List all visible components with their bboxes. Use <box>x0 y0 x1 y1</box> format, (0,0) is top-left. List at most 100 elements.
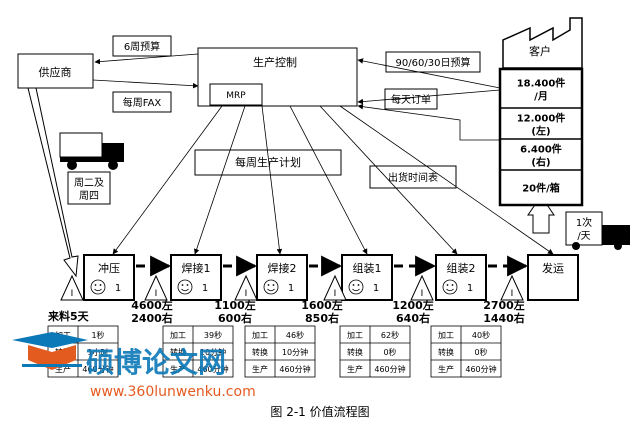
customer-label: 客户 <box>529 44 551 58</box>
data-value: 460分钟 <box>465 364 496 374</box>
data-value: 460分钟 <box>374 364 405 374</box>
process-1: 冲压 1 <box>83 254 135 301</box>
raw-material-label: 来料5天 <box>47 309 90 323</box>
process-4: 组装1 1 <box>341 254 393 301</box>
inventory-icon-letter: I <box>511 289 514 299</box>
data-key: 生产 <box>347 364 363 374</box>
mrp-box <box>209 83 263 106</box>
weekly-fax-label: 每周FAX <box>123 96 162 109</box>
process-boxes: 冲压 1 焊接1 1 焊接2 1 组装1 1 组装2 1 发运 <box>83 254 579 301</box>
inventory-icon-letter: I <box>155 289 158 299</box>
demand-row-3: 6.400件(右) <box>520 143 562 169</box>
forecast-90-label: 90/60/30日预算 <box>396 56 471 69</box>
operator-count: 1 <box>115 283 121 294</box>
process-name: 冲压 <box>98 261 120 275</box>
data-value: 0秒 <box>474 347 487 357</box>
data-key: 加工 <box>170 330 186 340</box>
inventory-icon-letter: I <box>334 289 337 299</box>
operator-icon <box>263 279 279 295</box>
process-name: 发运 <box>542 261 564 275</box>
process-6: 发运 <box>527 254 579 301</box>
customer-demand-box: 18.400件/月 12.000件(左) 6.400件(右) 20件/箱 <box>498 67 584 207</box>
truck-in-label: 周二及周四 <box>74 177 104 202</box>
data-key: 转换 <box>347 347 363 357</box>
weekly-plan-label: 每周生产计划 <box>235 155 301 169</box>
process-name: 焊接2 <box>268 261 297 275</box>
figure-caption: 图 2-1 价值流程图 <box>270 404 369 419</box>
process-3: 焊接2 1 <box>256 254 308 301</box>
operator-count: 1 <box>467 283 473 294</box>
demand-row-2: 12.000件(左) <box>517 112 566 138</box>
watermark-brand: 硕博论文网 <box>86 346 226 379</box>
operator-count: 1 <box>202 283 208 294</box>
inventory-icon-letter: I <box>245 289 248 299</box>
operator-icon <box>442 279 458 295</box>
data-value: 0秒 <box>383 347 396 357</box>
operator-icon <box>348 279 364 295</box>
control-label: 生产控制 <box>253 55 297 69</box>
truck-out-label: 1次/天 <box>576 216 592 242</box>
data-value: 460分钟 <box>197 364 228 374</box>
supplier-box: 供应商 <box>17 53 94 89</box>
inbound-truck-icon: 周二及周四 <box>59 132 124 205</box>
info-flow-arrows <box>92 53 554 255</box>
data-value: 1小时 <box>87 347 108 357</box>
data-key: 转换 <box>170 347 186 357</box>
data-value: 46秒 <box>286 330 304 340</box>
data-value: 62秒 <box>381 330 399 340</box>
data-value: 460分钟 <box>279 364 310 374</box>
data-key: 加工 <box>252 330 268 340</box>
operator-icon <box>177 279 193 295</box>
operator-count: 1 <box>288 283 294 294</box>
operator-icon <box>90 279 106 295</box>
data-value: 1秒 <box>91 330 104 340</box>
process-name: 焊接1 <box>182 261 211 275</box>
data-key: 转换 <box>252 347 268 357</box>
watermark-url: www.360lunwenku.com <box>90 384 256 400</box>
data-key: 加工 <box>347 330 363 340</box>
data-value: 10分钟 <box>282 347 308 357</box>
inventory-icon-letter: I <box>421 289 424 299</box>
forecast-6wk-label: 6周预算 <box>124 40 160 53</box>
data-value: 460分钟 <box>82 364 113 374</box>
ship-schedule-label: 出货时间表 <box>388 171 438 184</box>
data-key: 生产 <box>438 364 454 374</box>
supplier-label: 供应商 <box>39 65 72 79</box>
demand-row-1: 18.400件/月 <box>517 77 566 103</box>
inventory-1: I <box>60 274 84 301</box>
demand-row-4: 20件/箱 <box>522 182 560 195</box>
process-name: 组装1 <box>353 261 382 275</box>
production-control-box: 生产控制 MRP <box>197 47 358 107</box>
process-2: 焊接1 1 <box>170 254 222 301</box>
outbound-truck-icon: 1次/天 <box>565 211 630 250</box>
inventory-icon-letter: I <box>71 289 74 299</box>
process-name: 组装2 <box>447 261 476 275</box>
customer-factory-icon: 客户 <box>502 17 583 69</box>
data-key: 转换 <box>438 347 454 357</box>
data-value: 10分钟 <box>200 347 226 357</box>
operator-count: 1 <box>373 283 379 294</box>
data-key: 加工 <box>438 330 454 340</box>
data-key: 生产 <box>55 364 71 374</box>
daily-order-label: 每天订单 <box>391 93 431 106</box>
data-key: 生产 <box>170 364 186 374</box>
data-value: 39秒 <box>204 330 222 340</box>
mrp-label: MRP <box>226 91 246 101</box>
